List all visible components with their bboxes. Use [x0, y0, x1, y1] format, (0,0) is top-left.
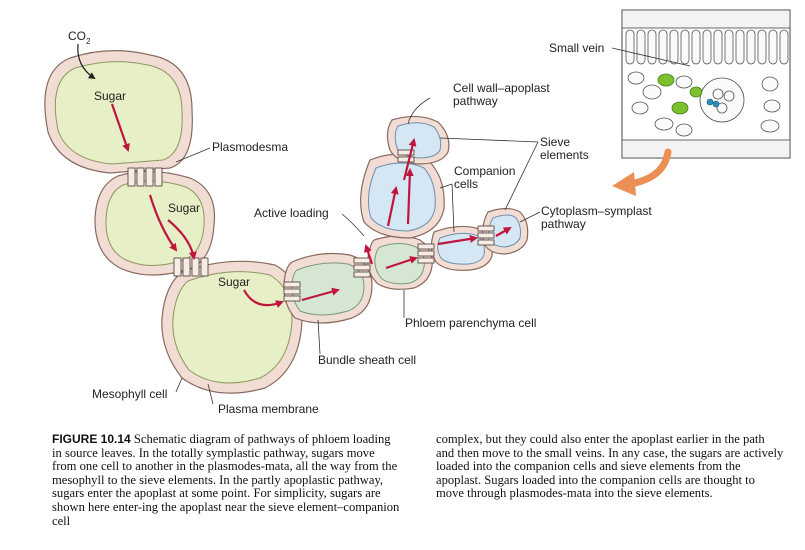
co2-arrow — [77, 43, 96, 80]
bundle-sheath-cell — [283, 252, 373, 324]
companion-cell-upper — [360, 153, 445, 239]
cell-wall-apoplast-label-2: pathway — [453, 94, 498, 108]
svg-text:CO2: CO2 — [68, 29, 91, 46]
leaf-cross-section-inset — [621, 9, 791, 159]
diagram-labels: CO2 Sugar Sugar Sugar Plasmodesma Active… — [68, 29, 652, 416]
cytoplasm-symplast-label-1: Cytoplasm–symplast — [541, 204, 652, 218]
bundle-sheath-label: Bundle sheath cell — [318, 353, 416, 367]
cell-wall-apoplast-label-1: Cell wall–apoplast — [453, 81, 550, 95]
sieve-element-upper — [386, 115, 450, 165]
caption-right-text: complex, but they could also enter the a… — [436, 432, 784, 501]
caption-right-column: complex, but they could also enter the a… — [436, 432, 786, 548]
plasma-membrane-label: Plasma membrane — [218, 402, 319, 416]
phloem-parenchyma-label: Phloem parenchyma cell — [405, 316, 536, 330]
companion-cells-label-2: cells — [454, 177, 478, 191]
phloem-loading-diagram: CO2 Sugar Sugar Sugar Plasmodesma Active… — [44, 9, 791, 416]
caption-left-column: FIGURE 10.14 Schematic diagram of pathwa… — [52, 432, 402, 548]
mesophyll-cell-bottom — [161, 260, 303, 394]
leader-lines — [175, 47, 691, 405]
inset-pointer-arrow — [626, 148, 672, 188]
figure-caption: FIGURE 10.14 Schematic diagram of pathwa… — [52, 432, 792, 548]
figure-number: FIGURE 10.14 — [52, 432, 131, 446]
sugar-flow-arrows — [110, 103, 512, 308]
sugar-label-2: Sugar — [168, 201, 200, 215]
co2-label: CO — [68, 29, 86, 43]
inset-pointer-arrowhead — [612, 172, 636, 196]
mesophyll-cell-label: Mesophyll cell — [92, 387, 167, 401]
caption-left-text: Schematic diagram of pathways of phloem … — [52, 432, 400, 528]
mesophyll-cell-top — [44, 50, 193, 174]
mesophyll-cell-middle — [94, 170, 216, 276]
companion-cells-label-1: Companion — [454, 164, 515, 178]
sugar-label-1: Sugar — [94, 89, 126, 103]
sieve-elements-label-2: elements — [540, 148, 589, 162]
plasmodesma-label: Plasmodesma — [212, 140, 288, 154]
active-loading-label: Active loading — [254, 206, 329, 220]
sieve-elements-label-1: Sieve — [540, 135, 570, 149]
co2-subscript: 2 — [86, 37, 91, 46]
sugar-label-3: Sugar — [218, 275, 250, 289]
small-vein-label: Small vein — [549, 41, 604, 55]
cytoplasm-symplast-label-2: pathway — [541, 217, 586, 231]
